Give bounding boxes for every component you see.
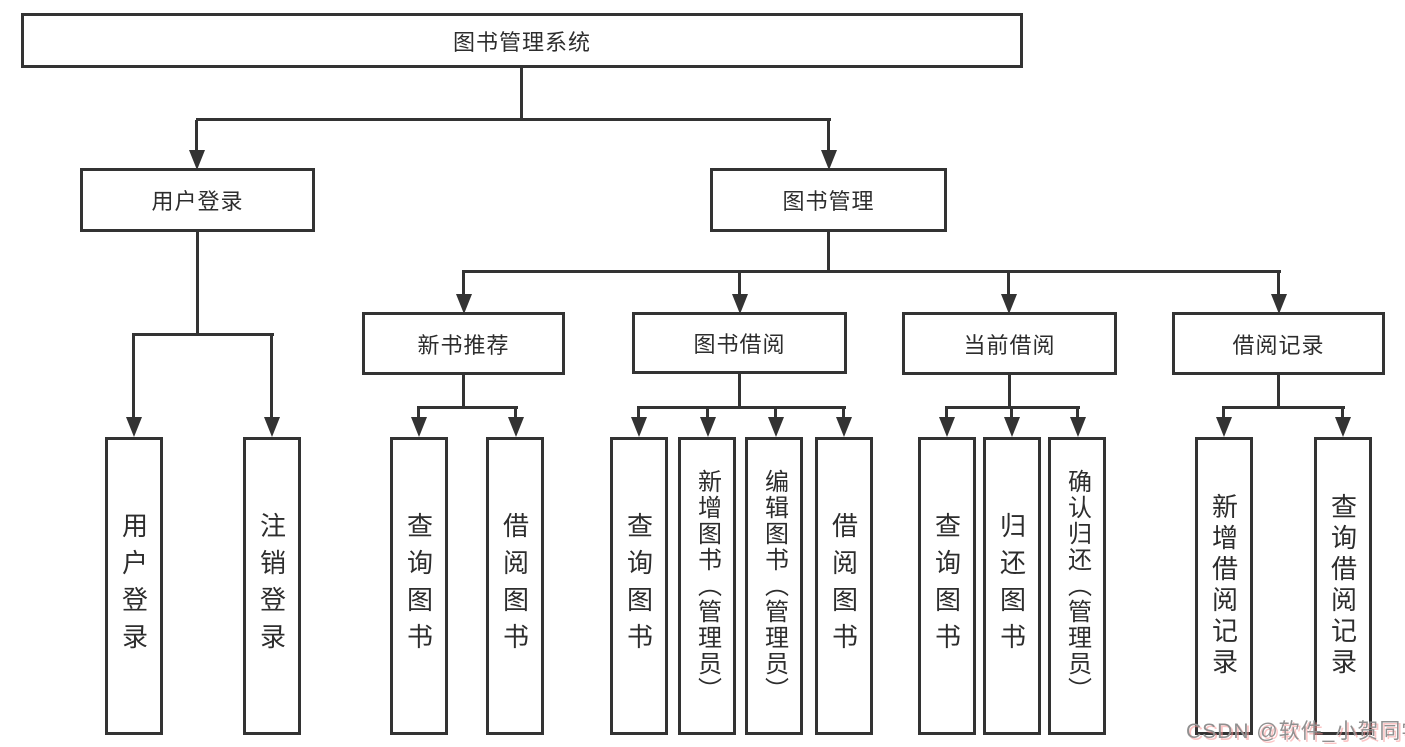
connector-line [462, 373, 465, 408]
node-book-borrowing: 图书借阅 [632, 312, 847, 374]
arrow-down-icon [189, 120, 205, 170]
connector-line [945, 406, 1080, 409]
leaf-return-books: 归还图书 [983, 437, 1041, 735]
arrow-down-icon [939, 408, 955, 437]
leaf-confirm-return-admin: 确认归还（管理员） [1048, 437, 1106, 735]
connector-line [196, 118, 831, 121]
node-borrowing-records: 借阅记录 [1172, 312, 1385, 375]
node-label: 查询图书 [623, 512, 654, 660]
leaf-borrow-books: 借阅图书 [815, 437, 873, 735]
node-current-borrowing: 当前借阅 [902, 312, 1117, 375]
arrow-down-icon [1070, 408, 1086, 437]
connector-line [827, 230, 830, 272]
node-label: 查询图书 [403, 512, 434, 660]
arrow-down-icon [768, 408, 784, 437]
node-label: 图书借阅 [693, 332, 786, 357]
leaf-borrowing-query-books: 查询图书 [610, 437, 668, 735]
node-label: 用户登录 [151, 189, 244, 214]
node-new-book-recommendation: 新书推荐 [362, 312, 565, 375]
arrow-down-icon [1216, 408, 1232, 437]
node-label: 确认归还（管理员） [1063, 469, 1091, 703]
arrow-down-icon [732, 272, 748, 314]
arrow-down-icon [1335, 408, 1351, 437]
node-book-management: 图书管理 [710, 168, 947, 232]
node-label: 查询图书 [931, 512, 962, 660]
leaf-recommend-query-books: 查询图书 [390, 437, 448, 735]
leaf-add-books-admin: 新增图书（管理员） [678, 437, 736, 735]
connector-line [417, 406, 518, 409]
node-user-login: 用户登录 [80, 168, 315, 232]
node-root-library-system: 图书管理系统 [21, 13, 1023, 68]
connector-line [132, 333, 274, 336]
leaf-add-borrow-record: 新增借阅记录 [1195, 437, 1253, 735]
node-label: 图书管理系统 [452, 29, 591, 55]
node-label: 新增借阅记录 [1208, 493, 1239, 679]
connector-line [1222, 406, 1345, 409]
arrow-down-icon [411, 408, 427, 437]
leaf-query-borrow-record: 查询借阅记录 [1314, 437, 1372, 735]
arrow-down-icon [631, 408, 647, 437]
csdn-watermark: CSDN @软件_小贺同学 [1186, 720, 1405, 743]
connector-line [637, 406, 846, 409]
node-label: 新增图书（管理员） [693, 469, 721, 703]
connector-line [1008, 373, 1011, 408]
connector-line [520, 66, 523, 120]
node-label: 查询借阅记录 [1327, 493, 1358, 679]
node-label: 用户登录 [118, 512, 149, 660]
node-label: 借阅记录 [1232, 332, 1325, 358]
node-label: 当前借阅 [963, 332, 1056, 358]
arrow-down-icon [836, 408, 852, 437]
arrow-down-icon [456, 272, 472, 314]
arrow-down-icon [508, 408, 524, 437]
arrow-down-icon [700, 408, 716, 437]
arrow-down-icon [1004, 408, 1020, 437]
connector-line [738, 372, 741, 408]
leaf-current-query-books: 查询图书 [918, 437, 976, 735]
leaf-edit-books-admin: 编辑图书（管理员） [745, 437, 803, 735]
arrow-down-icon [821, 120, 837, 170]
leaf-recommend-borrow-books: 借阅图书 [486, 437, 544, 735]
leaf-user-login: 用户登录 [105, 437, 163, 735]
arrow-down-icon [264, 335, 280, 437]
node-label: 图书管理 [782, 189, 875, 214]
connector-line [462, 270, 1281, 273]
node-label: 注销登录 [256, 512, 287, 660]
connector-line [196, 230, 199, 335]
arrow-down-icon [126, 335, 142, 437]
node-label: 编辑图书（管理员） [760, 469, 788, 703]
leaf-logout: 注销登录 [243, 437, 301, 735]
node-label: 借阅图书 [499, 512, 530, 660]
connector-line [1277, 373, 1280, 408]
node-label: 借阅图书 [828, 512, 859, 660]
node-label: 新书推荐 [417, 332, 510, 358]
arrow-down-icon [1271, 272, 1287, 314]
arrow-down-icon [1001, 272, 1017, 314]
node-label: 归还图书 [996, 512, 1027, 660]
